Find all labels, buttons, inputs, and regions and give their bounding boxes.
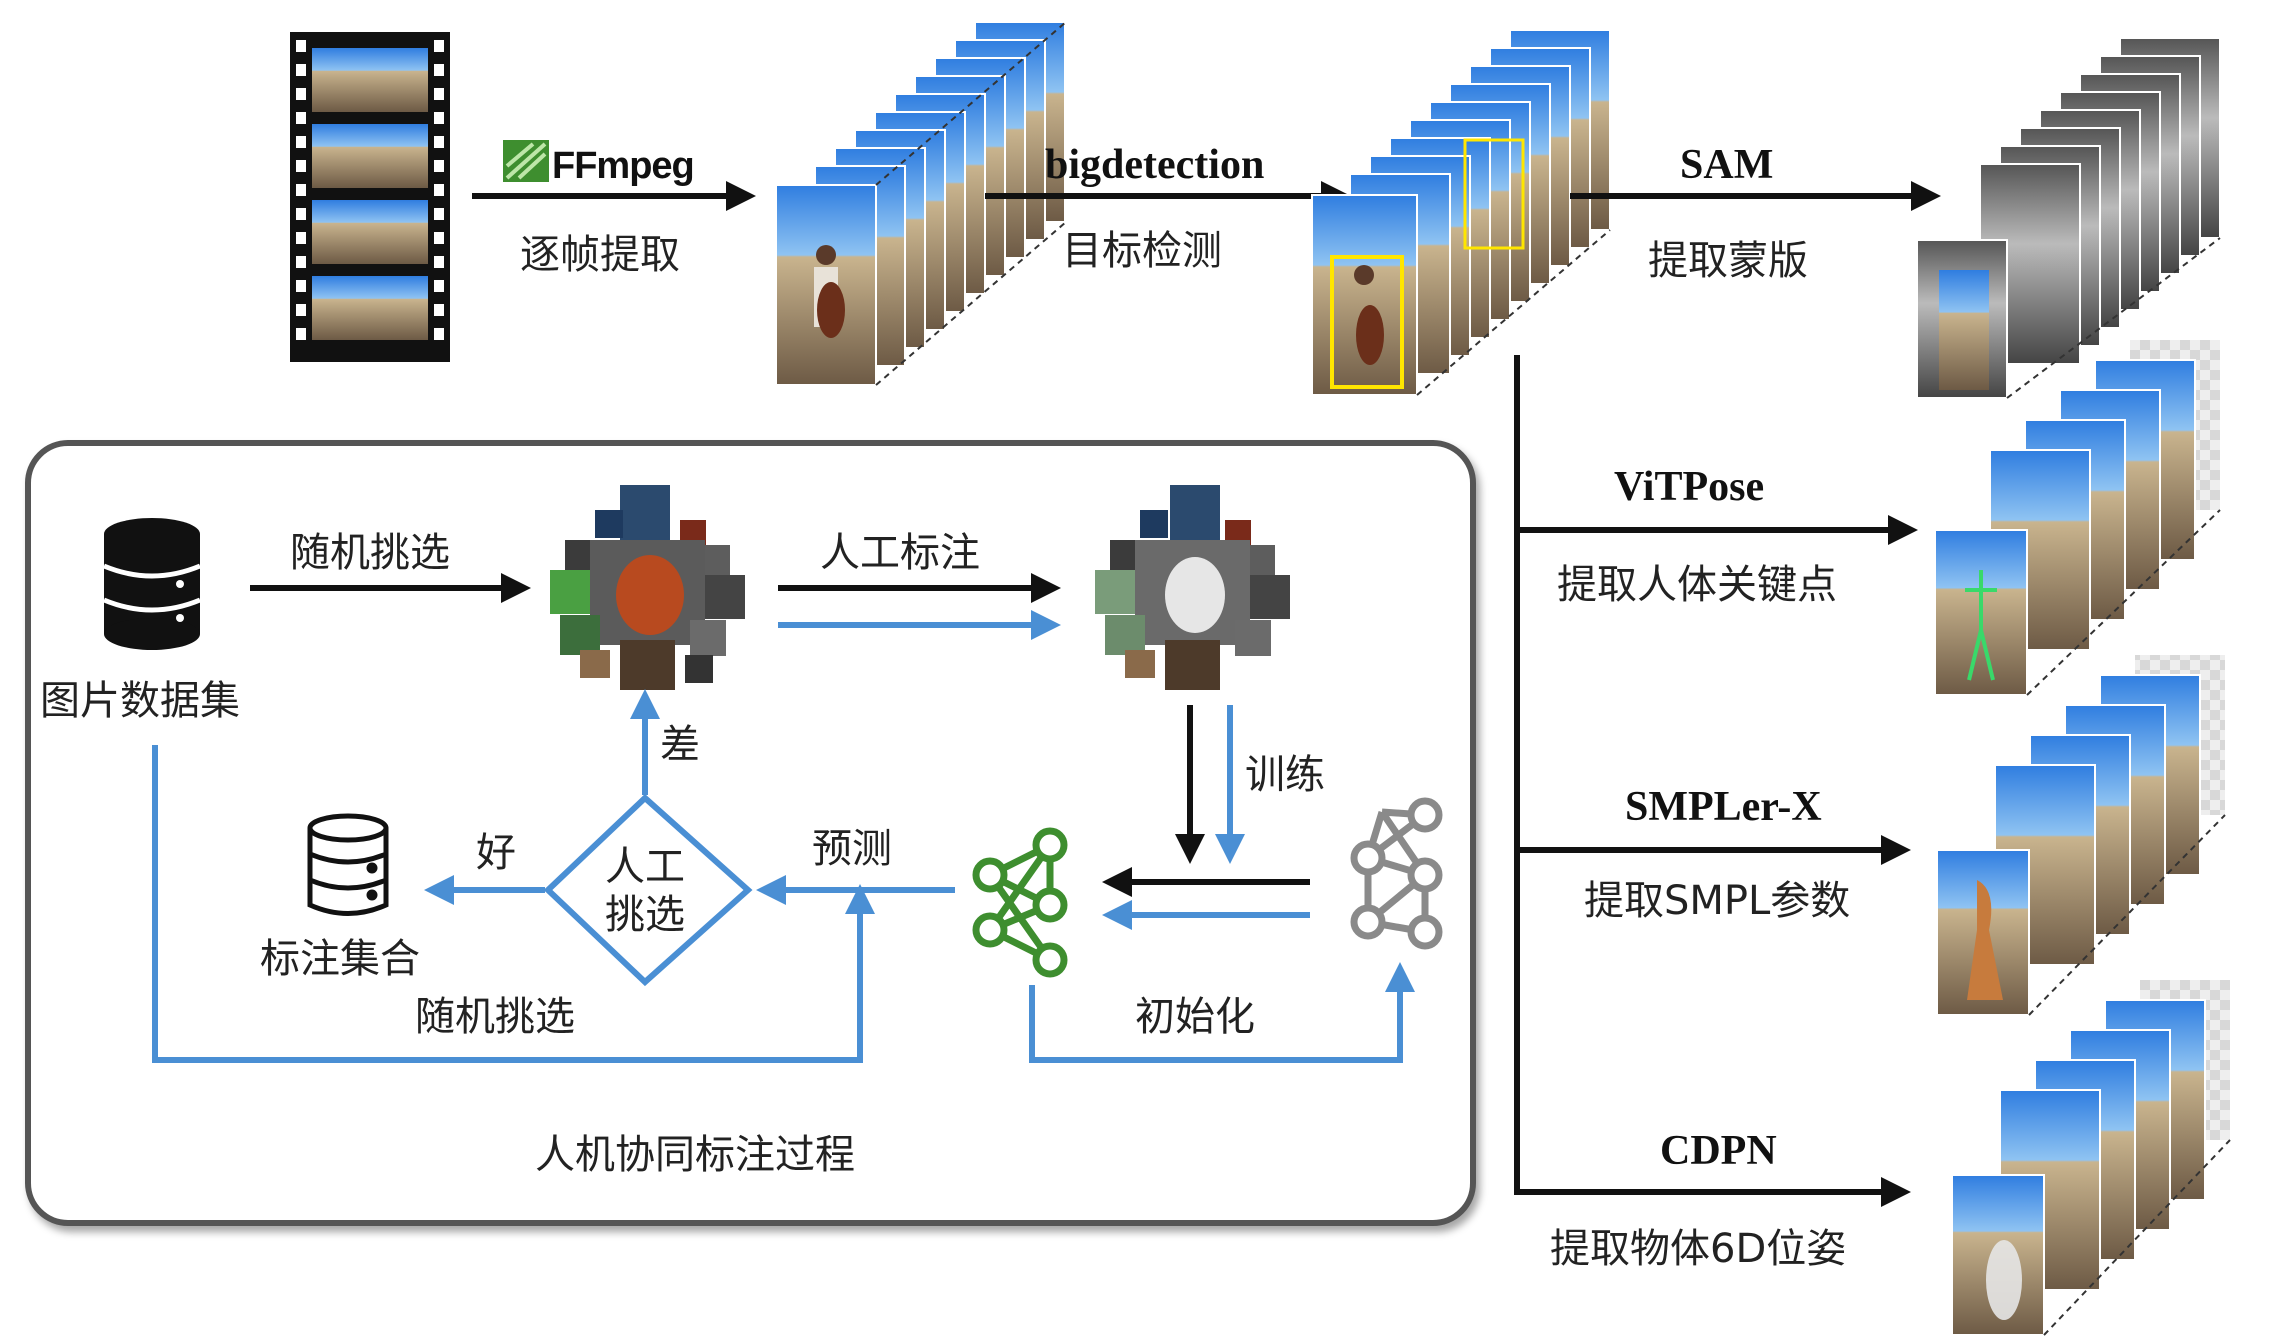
label-extract-mask: 提取蒙版 xyxy=(1648,238,1808,284)
label-object-detection: 目标检测 xyxy=(1062,228,1222,274)
label-manual-select-1: 人工 xyxy=(605,844,685,890)
label-manual-select-2: 挑选 xyxy=(605,892,685,938)
frame-stack-vitpose xyxy=(1934,340,2221,696)
label-extract-frames: 逐帧提取 xyxy=(520,232,680,278)
label-predict: 预测 xyxy=(812,826,892,872)
image-collage-labeled xyxy=(1095,485,1290,690)
label-sam: SAM xyxy=(1680,142,1773,188)
label-vitpose: ViTPose xyxy=(1614,464,1764,510)
label-manual-annotate: 人工标注 xyxy=(820,530,980,576)
neural-network-icon-gray xyxy=(1350,797,1443,950)
label-6d-pose: 提取物体6D位姿 xyxy=(1550,1226,1846,1272)
ffmpeg-logo: FFmpeg xyxy=(503,140,695,187)
label-train: 训练 xyxy=(1245,752,1325,798)
frame-stack-cdpn xyxy=(1951,980,2231,1336)
film-strip-icon xyxy=(290,32,450,362)
label-smplerx: SMPLer-X xyxy=(1625,784,1822,830)
frame-stack-smplerx xyxy=(1936,655,2226,1016)
label-annotation-set: 标注集合 xyxy=(260,936,420,982)
annotation-set-database-icon xyxy=(307,813,389,916)
label-random-select-top: 随机挑选 xyxy=(290,530,450,576)
frame-stack-detection xyxy=(1311,29,1611,396)
ffmpeg-logo-text: FFmpeg xyxy=(552,145,694,187)
label-cdpn: CDPN xyxy=(1660,1128,1777,1174)
label-keypoints: 提取人体关键点 xyxy=(1557,562,1837,608)
frame-stack-mask xyxy=(1916,37,2221,399)
label-init: 初始化 xyxy=(1135,994,1255,1040)
label-image-dataset: 图片数据集 xyxy=(40,678,240,724)
label-smpl-params: 提取SMPL参数 xyxy=(1584,878,1850,924)
loop-init xyxy=(1029,975,1403,1063)
neural-network-icon-green xyxy=(972,827,1068,978)
hitl-title: 人机协同标注过程 xyxy=(535,1132,855,1178)
image-collage-unlabeled xyxy=(550,485,745,690)
label-good: 好 xyxy=(476,830,516,876)
label-random-select-bottom: 随机挑选 xyxy=(415,994,575,1040)
manual-select-decision: 人工 挑选 xyxy=(543,793,753,987)
database-icon xyxy=(103,518,201,650)
label-bigdetection: bigdetection xyxy=(1045,142,1264,188)
label-bad: 差 xyxy=(660,722,700,768)
frame-stack-raw xyxy=(775,21,1067,386)
